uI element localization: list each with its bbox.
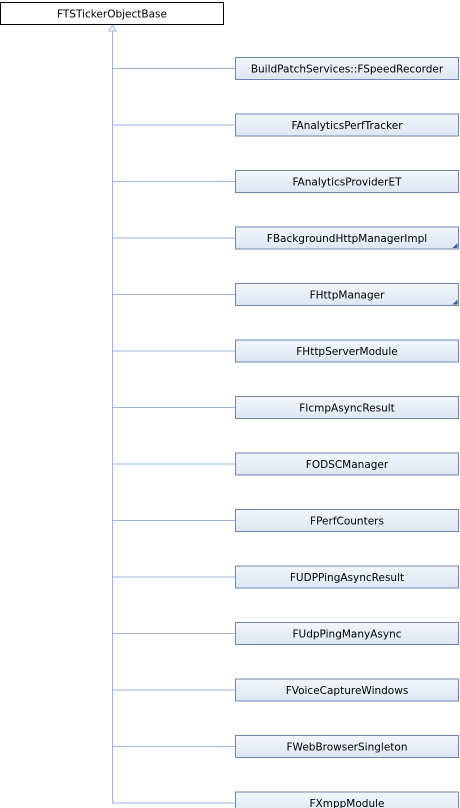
derived-class-box[interactable] xyxy=(235,565,459,589)
derived-class-label: FPerfCounters xyxy=(310,516,384,528)
derived-class-box[interactable] xyxy=(235,170,459,193)
connector-lines xyxy=(108,24,236,804)
derived-class-label: FBackgroundHttpManagerImpl xyxy=(267,233,427,245)
derived-class-box[interactable] xyxy=(235,509,459,532)
derived-class-box[interactable] xyxy=(235,57,459,80)
derived-class-node[interactable]: FHttpServerModule xyxy=(235,339,459,363)
derived-class-node[interactable]: FBackgroundHttpManagerImpl xyxy=(235,226,459,250)
derived-class-box[interactable] xyxy=(235,735,459,758)
derived-class-node[interactable]: FAnalyticsPerfTracker xyxy=(235,113,459,137)
derived-class-node[interactable]: FUdpPingManyAsync xyxy=(235,622,459,645)
derived-class-label: FUdpPingManyAsync xyxy=(292,629,401,641)
derived-class-label: FVoiceCaptureWindows xyxy=(286,685,409,697)
derived-class-label: FODSCManager xyxy=(306,459,389,471)
derived-class-node[interactable]: FAnalyticsProviderET xyxy=(235,170,459,193)
derived-class-box[interactable] xyxy=(235,339,459,363)
derived-class-node[interactable]: FWebBrowserSingleton xyxy=(235,735,459,758)
derived-class-node[interactable]: FVoiceCaptureWindows xyxy=(235,678,459,702)
derived-class-node[interactable]: FIcmpAsyncResult xyxy=(235,396,459,419)
derived-class-box[interactable] xyxy=(235,678,459,702)
derived-class-node[interactable]: FHttpManager xyxy=(235,283,459,306)
derived-class-box[interactable] xyxy=(235,791,459,808)
derived-classes: BuildPatchServices::FSpeedRecorderFAnaly… xyxy=(235,57,459,808)
derived-class-box[interactable] xyxy=(235,113,459,137)
inheritance-arrow-icon xyxy=(108,24,117,32)
derived-class-label: FHttpManager xyxy=(310,290,386,302)
derived-class-box[interactable] xyxy=(235,452,459,476)
derived-class-label: FAnalyticsProviderET xyxy=(292,177,402,189)
derived-class-node[interactable]: FODSCManager xyxy=(235,452,459,476)
derived-class-label: FIcmpAsyncResult xyxy=(299,403,395,415)
derived-class-label: FHttpServerModule xyxy=(296,346,397,358)
derived-class-label: BuildPatchServices::FSpeedRecorder xyxy=(251,64,444,76)
derived-class-label: FXmppModule xyxy=(310,798,385,808)
derived-class-node[interactable]: FPerfCounters xyxy=(235,509,459,532)
derived-class-node[interactable]: FUDPPingAsyncResult xyxy=(235,565,459,589)
derived-class-label: FAnalyticsPerfTracker xyxy=(291,120,403,132)
derived-class-box[interactable] xyxy=(235,622,459,645)
has-more-corner-icon xyxy=(452,299,458,305)
base-class-box[interactable] xyxy=(0,2,224,25)
base-class-node[interactable]: FTSTickerObjectBase xyxy=(0,2,224,25)
derived-class-box[interactable] xyxy=(235,283,459,306)
derived-class-label: FUDPPingAsyncResult xyxy=(290,572,404,584)
base-class-label: FTSTickerObjectBase xyxy=(57,9,167,21)
derived-class-box[interactable] xyxy=(235,226,459,250)
has-more-corner-icon xyxy=(452,243,458,248)
derived-class-label: FWebBrowserSingleton xyxy=(287,742,408,754)
derived-class-box[interactable] xyxy=(235,396,459,419)
derived-class-node[interactable]: BuildPatchServices::FSpeedRecorder xyxy=(235,57,459,80)
derived-class-node[interactable]: FXmppModule xyxy=(235,791,459,808)
